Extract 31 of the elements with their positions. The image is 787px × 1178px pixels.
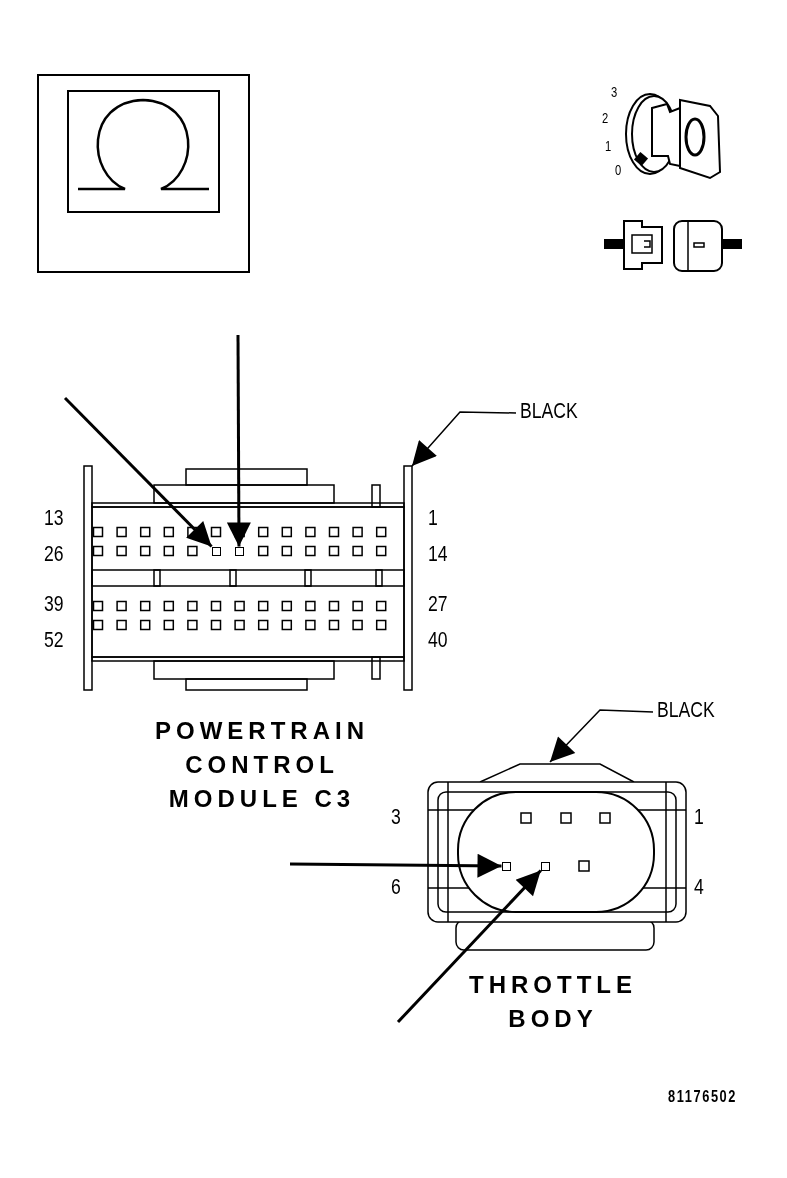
pin-number: 26 xyxy=(44,541,64,567)
pin-number: 52 xyxy=(44,627,64,653)
pin-number: 6 xyxy=(391,874,401,900)
switch-position-number: 3 xyxy=(611,84,618,100)
pin-number: 3 xyxy=(391,804,401,830)
switch-position-number: 2 xyxy=(602,110,609,126)
arrow xyxy=(290,853,502,878)
wire-color-label: BLACK xyxy=(520,398,578,424)
pin-number: 39 xyxy=(44,591,64,617)
pin-number: 40 xyxy=(428,627,448,653)
pin-number: 1 xyxy=(428,505,438,531)
switch-position-number: 0 xyxy=(615,162,622,178)
connector-pin xyxy=(501,861,511,871)
arrow xyxy=(226,335,251,547)
connector-pin xyxy=(234,546,244,556)
connector-pin xyxy=(211,546,221,556)
wire-color-label: BLACK xyxy=(657,697,715,723)
pin-number: 4 xyxy=(694,874,704,900)
pin-number: 27 xyxy=(428,591,448,617)
arrow xyxy=(396,869,542,1024)
connector-name: THROTTLE BODY xyxy=(468,970,638,1034)
leader-line xyxy=(411,411,517,467)
leader-line xyxy=(549,709,654,763)
pin-number: 13 xyxy=(44,505,64,531)
connector-name: POWERTRAIN CONTROL MODULE C3 xyxy=(154,716,370,814)
pin-number: 1 xyxy=(694,804,704,830)
arrow xyxy=(63,396,213,548)
switch-position-number: 1 xyxy=(605,138,612,154)
figure-number: 81176502 xyxy=(668,1087,738,1107)
connector-pin xyxy=(540,861,550,871)
pin-number: 14 xyxy=(428,541,448,567)
